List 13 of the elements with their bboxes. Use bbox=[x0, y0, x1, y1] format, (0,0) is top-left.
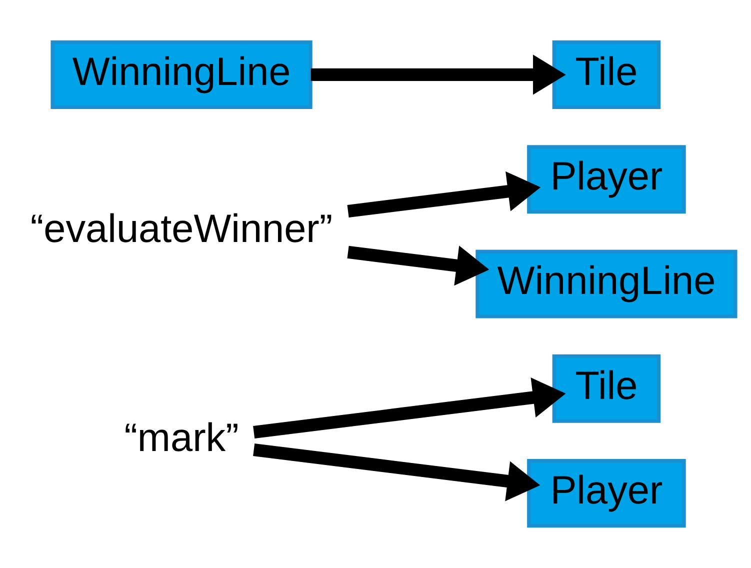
arrow bbox=[253, 443, 540, 502]
arrow bbox=[253, 378, 566, 438]
arrow bbox=[347, 246, 490, 286]
node-box: Player bbox=[527, 459, 686, 528]
node-box: WinningLine bbox=[476, 250, 738, 318]
node-box: Player bbox=[527, 145, 686, 214]
node-text: “evaluateWinner” bbox=[30, 206, 333, 251]
node-box: Tile bbox=[552, 354, 661, 423]
node-text: “mark” bbox=[124, 416, 239, 460]
node-box: WinningLine bbox=[50, 40, 312, 109]
node-box: Tile bbox=[552, 40, 661, 109]
arrow bbox=[347, 171, 541, 218]
arrow bbox=[310, 54, 566, 95]
